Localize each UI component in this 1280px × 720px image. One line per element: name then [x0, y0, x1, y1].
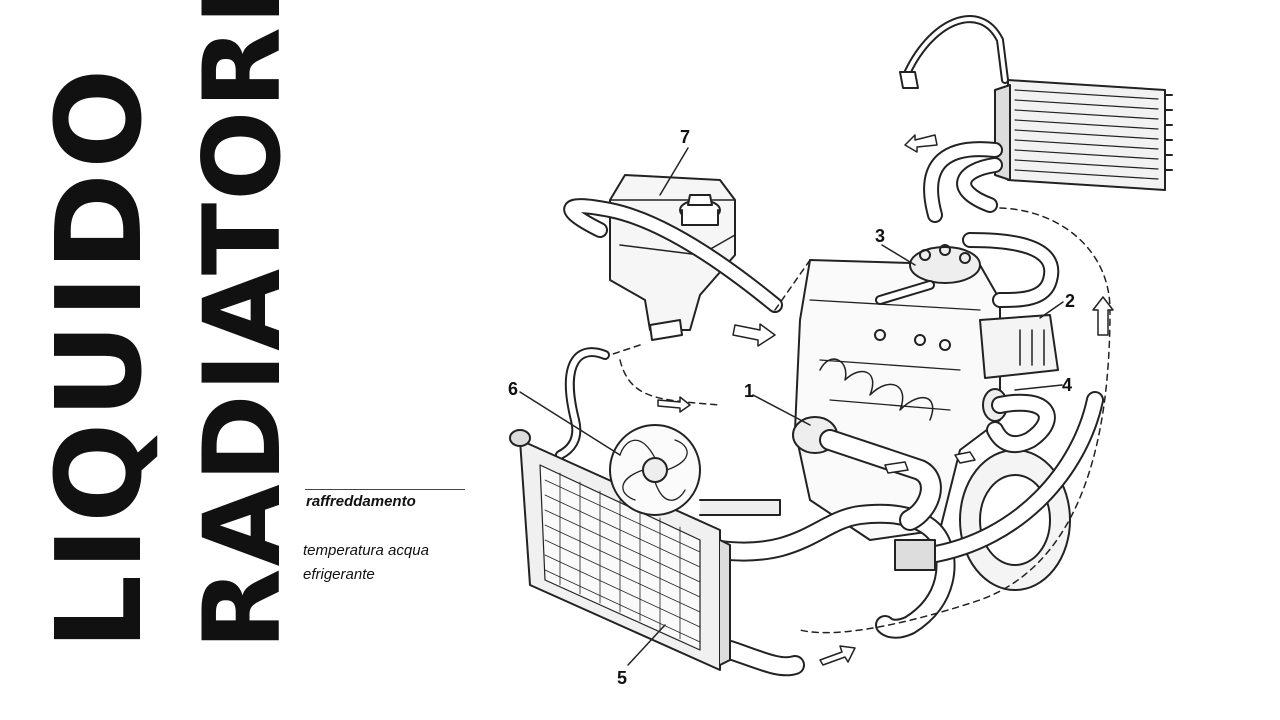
radiator	[509, 429, 731, 671]
label-3: 3	[875, 226, 885, 246]
title-liquido: LIQUIDO	[30, 64, 168, 650]
caption-line-1: temperatura acqua	[303, 542, 429, 559]
flow-lines	[609, 207, 1111, 634]
thermostat-housing	[875, 244, 981, 305]
label-5: 5	[617, 668, 627, 688]
cooling-fan	[609, 424, 781, 516]
label-6: 6	[508, 379, 518, 399]
small-hose	[555, 347, 610, 460]
caption-heading: raffreddamento	[306, 493, 416, 510]
label-7: 7	[680, 127, 690, 147]
label-2: 2	[1065, 291, 1075, 311]
heater-core	[994, 79, 1173, 191]
caption-divider	[305, 489, 465, 490]
caption-line-2: efrigerante	[303, 566, 375, 583]
label-4: 4	[1062, 375, 1072, 395]
title-radiatore: RADIATORE	[181, 0, 304, 650]
leader-lines	[519, 147, 1064, 666]
temperature-sensor	[979, 314, 1059, 379]
cooling-system-diagram: 7 3 2 4 1 6 5	[508, 15, 1173, 688]
flow-arrows	[657, 134, 1114, 666]
label-1: 1	[744, 381, 754, 401]
